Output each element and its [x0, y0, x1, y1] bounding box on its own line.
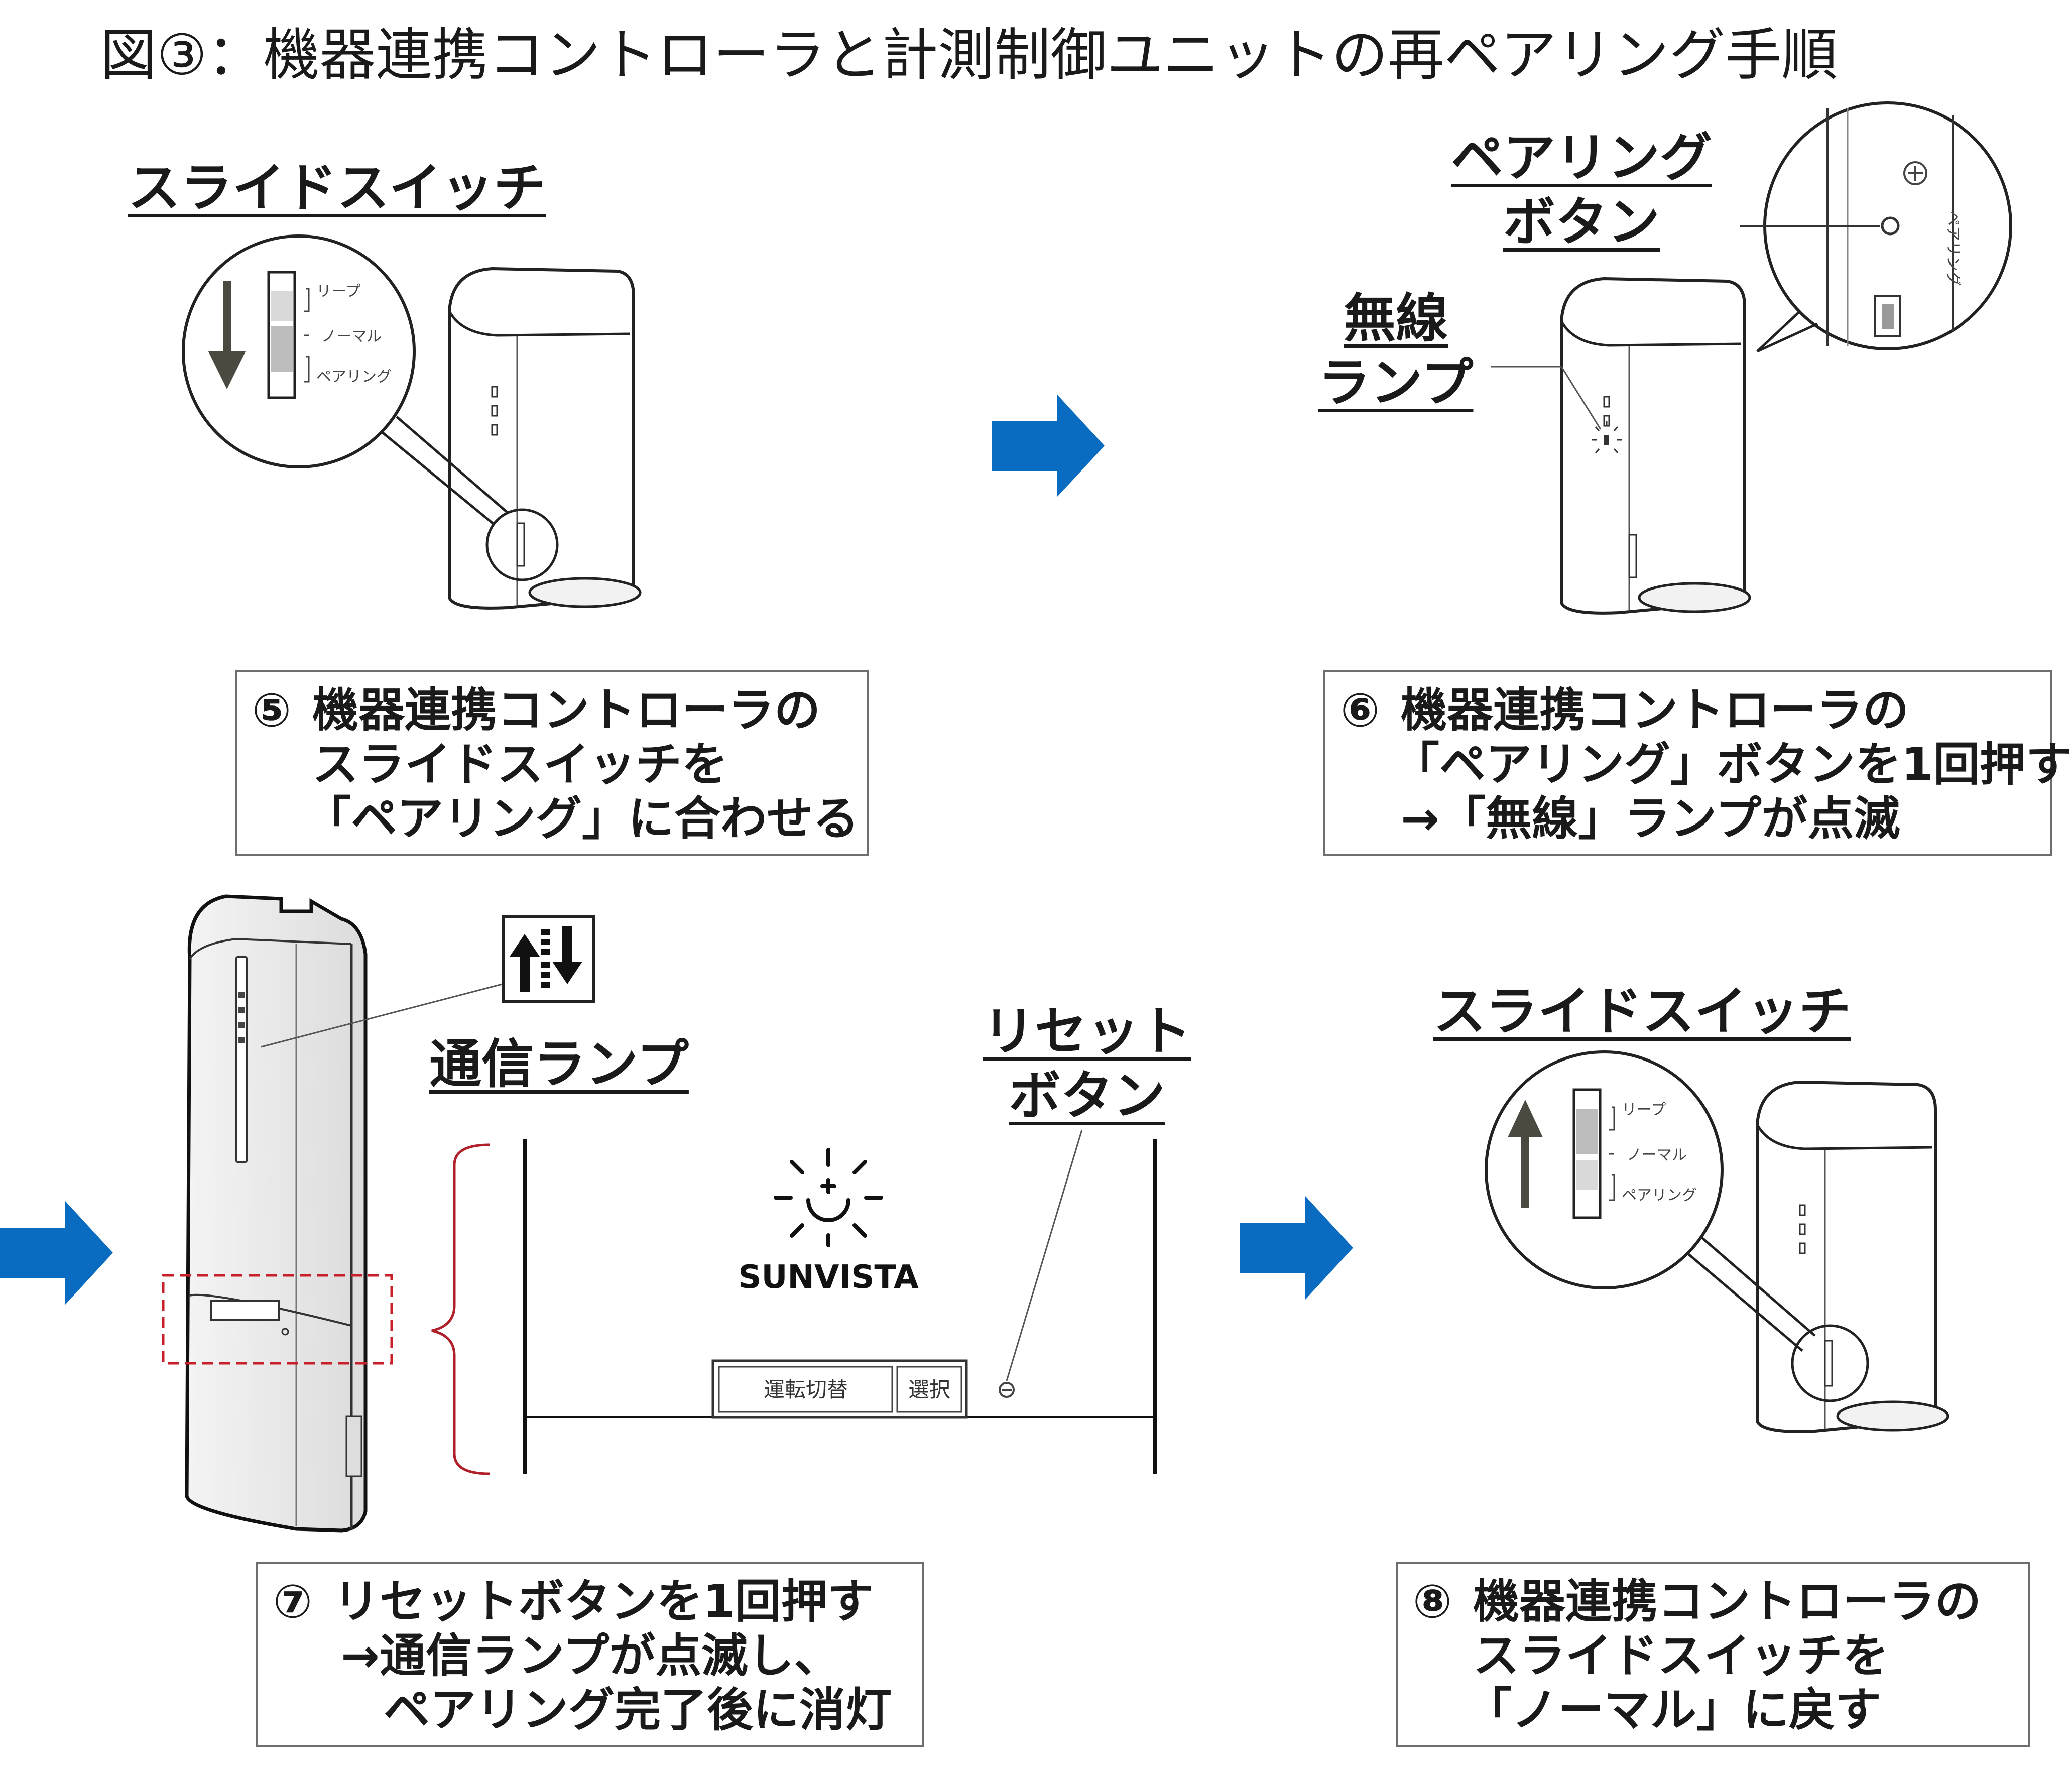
step-5-number: ⑤: [252, 683, 291, 737]
callout-pairing-button: ペアリング ボタン: [1441, 126, 1722, 254]
controller-device-step5: [182, 234, 642, 610]
step-6-line2: 「ペアリング」ボタンを1回押す: [1393, 738, 2072, 791]
step-8-line1: 機器連携コントローラの: [1473, 1575, 1982, 1628]
switch-label-normal-top: ノーマル: [321, 328, 382, 345]
step-7-number: ⑦: [273, 1575, 312, 1628]
callout-slide-switch-top: スライドスイッチ: [128, 157, 546, 218]
callout-comm-lamp: 通信ランプ: [429, 1033, 689, 1095]
brand-logo-text: SUNVISTA: [738, 1259, 919, 1296]
callout-slide-switch-bottom: スライドスイッチ: [1433, 981, 1852, 1042]
controller-device-step6: [1491, 101, 2012, 615]
step-6-box: ⑥ 機器連携コントローラの 「ペアリング」ボタンを1回押す →「無線」ランプが点…: [1323, 670, 2072, 856]
callout-pairing-button-line1: ペアリング: [1450, 127, 1712, 188]
step-5-line1: 機器連携コントローラの: [312, 683, 821, 737]
switch-label-pairing-top: ペアリング: [316, 368, 392, 386]
step-7-line3: ペアリング完了後に消灯: [384, 1683, 892, 1737]
step-8-line3: 「ノーマル」に戻す: [1466, 1683, 1882, 1737]
switch-label-pairing-bottom: ペアリング: [1622, 1187, 1697, 1204]
step-5-line3: 「ペアリング」に合わせる: [305, 792, 860, 846]
switch-label-leap-top: リープ: [316, 283, 360, 300]
device-side-label-pairing: ペアリング: [1944, 211, 1962, 286]
step-7-line1: リセットボタンを1回押す: [333, 1575, 874, 1628]
step-8-number: ⑧: [1413, 1575, 1452, 1628]
controller-device-step8: [1485, 1050, 1949, 1433]
step-5-box: ⑤ 機器連携コントローラの スライドスイッチを 「ペアリング」に合わせる: [235, 670, 869, 856]
page-title: 図③：機器連携コントローラと計測制御ユニットの再ペアリング手順: [100, 23, 1838, 88]
step-6-line1: 機器連携コントローラの: [1401, 683, 1909, 737]
callout-wireless-lamp-line2: ランプ: [1318, 352, 1474, 413]
step-8-box: ⑧ 機器連携コントローラの スライドスイッチを 「ノーマル」に戻す: [1396, 1562, 2030, 1747]
step-8-line2: スライドスイッチを: [1473, 1629, 1889, 1683]
callout-pairing-button-line2: ボタン: [1503, 191, 1660, 253]
measurement-unit-device: [162, 894, 1157, 1533]
step-7-box: ⑦ リセットボタンを1回押す →通信ランプが点滅し、 ペアリング完了後に消灯: [256, 1562, 924, 1747]
select-button-label: 選択: [908, 1377, 950, 1402]
callout-wireless-lamp-line1: 無線: [1343, 288, 1448, 349]
callout-wireless-lamp: 無線 ランプ: [1305, 286, 1486, 415]
callout-reset-button-line1: リセット: [982, 1001, 1191, 1062]
step-7-line2: →通信ランプが点滅し、: [341, 1629, 840, 1683]
switch-label-normal-bottom: ノーマル: [1627, 1146, 1687, 1164]
step-5-line2: スライドスイッチを: [312, 738, 728, 791]
callout-reset-button: リセット ボタン: [956, 999, 1217, 1128]
callout-reset-button-line2: ボタン: [1008, 1065, 1165, 1126]
step-6-number: ⑥: [1340, 683, 1380, 737]
step-6-line3: →「無線」ランプが点滅: [1401, 792, 1900, 846]
next-arrows: [0, 394, 1353, 1305]
switch-label-leap-bottom: リープ: [1622, 1101, 1666, 1119]
mode-switch-button-label: 運転切替: [764, 1377, 848, 1402]
